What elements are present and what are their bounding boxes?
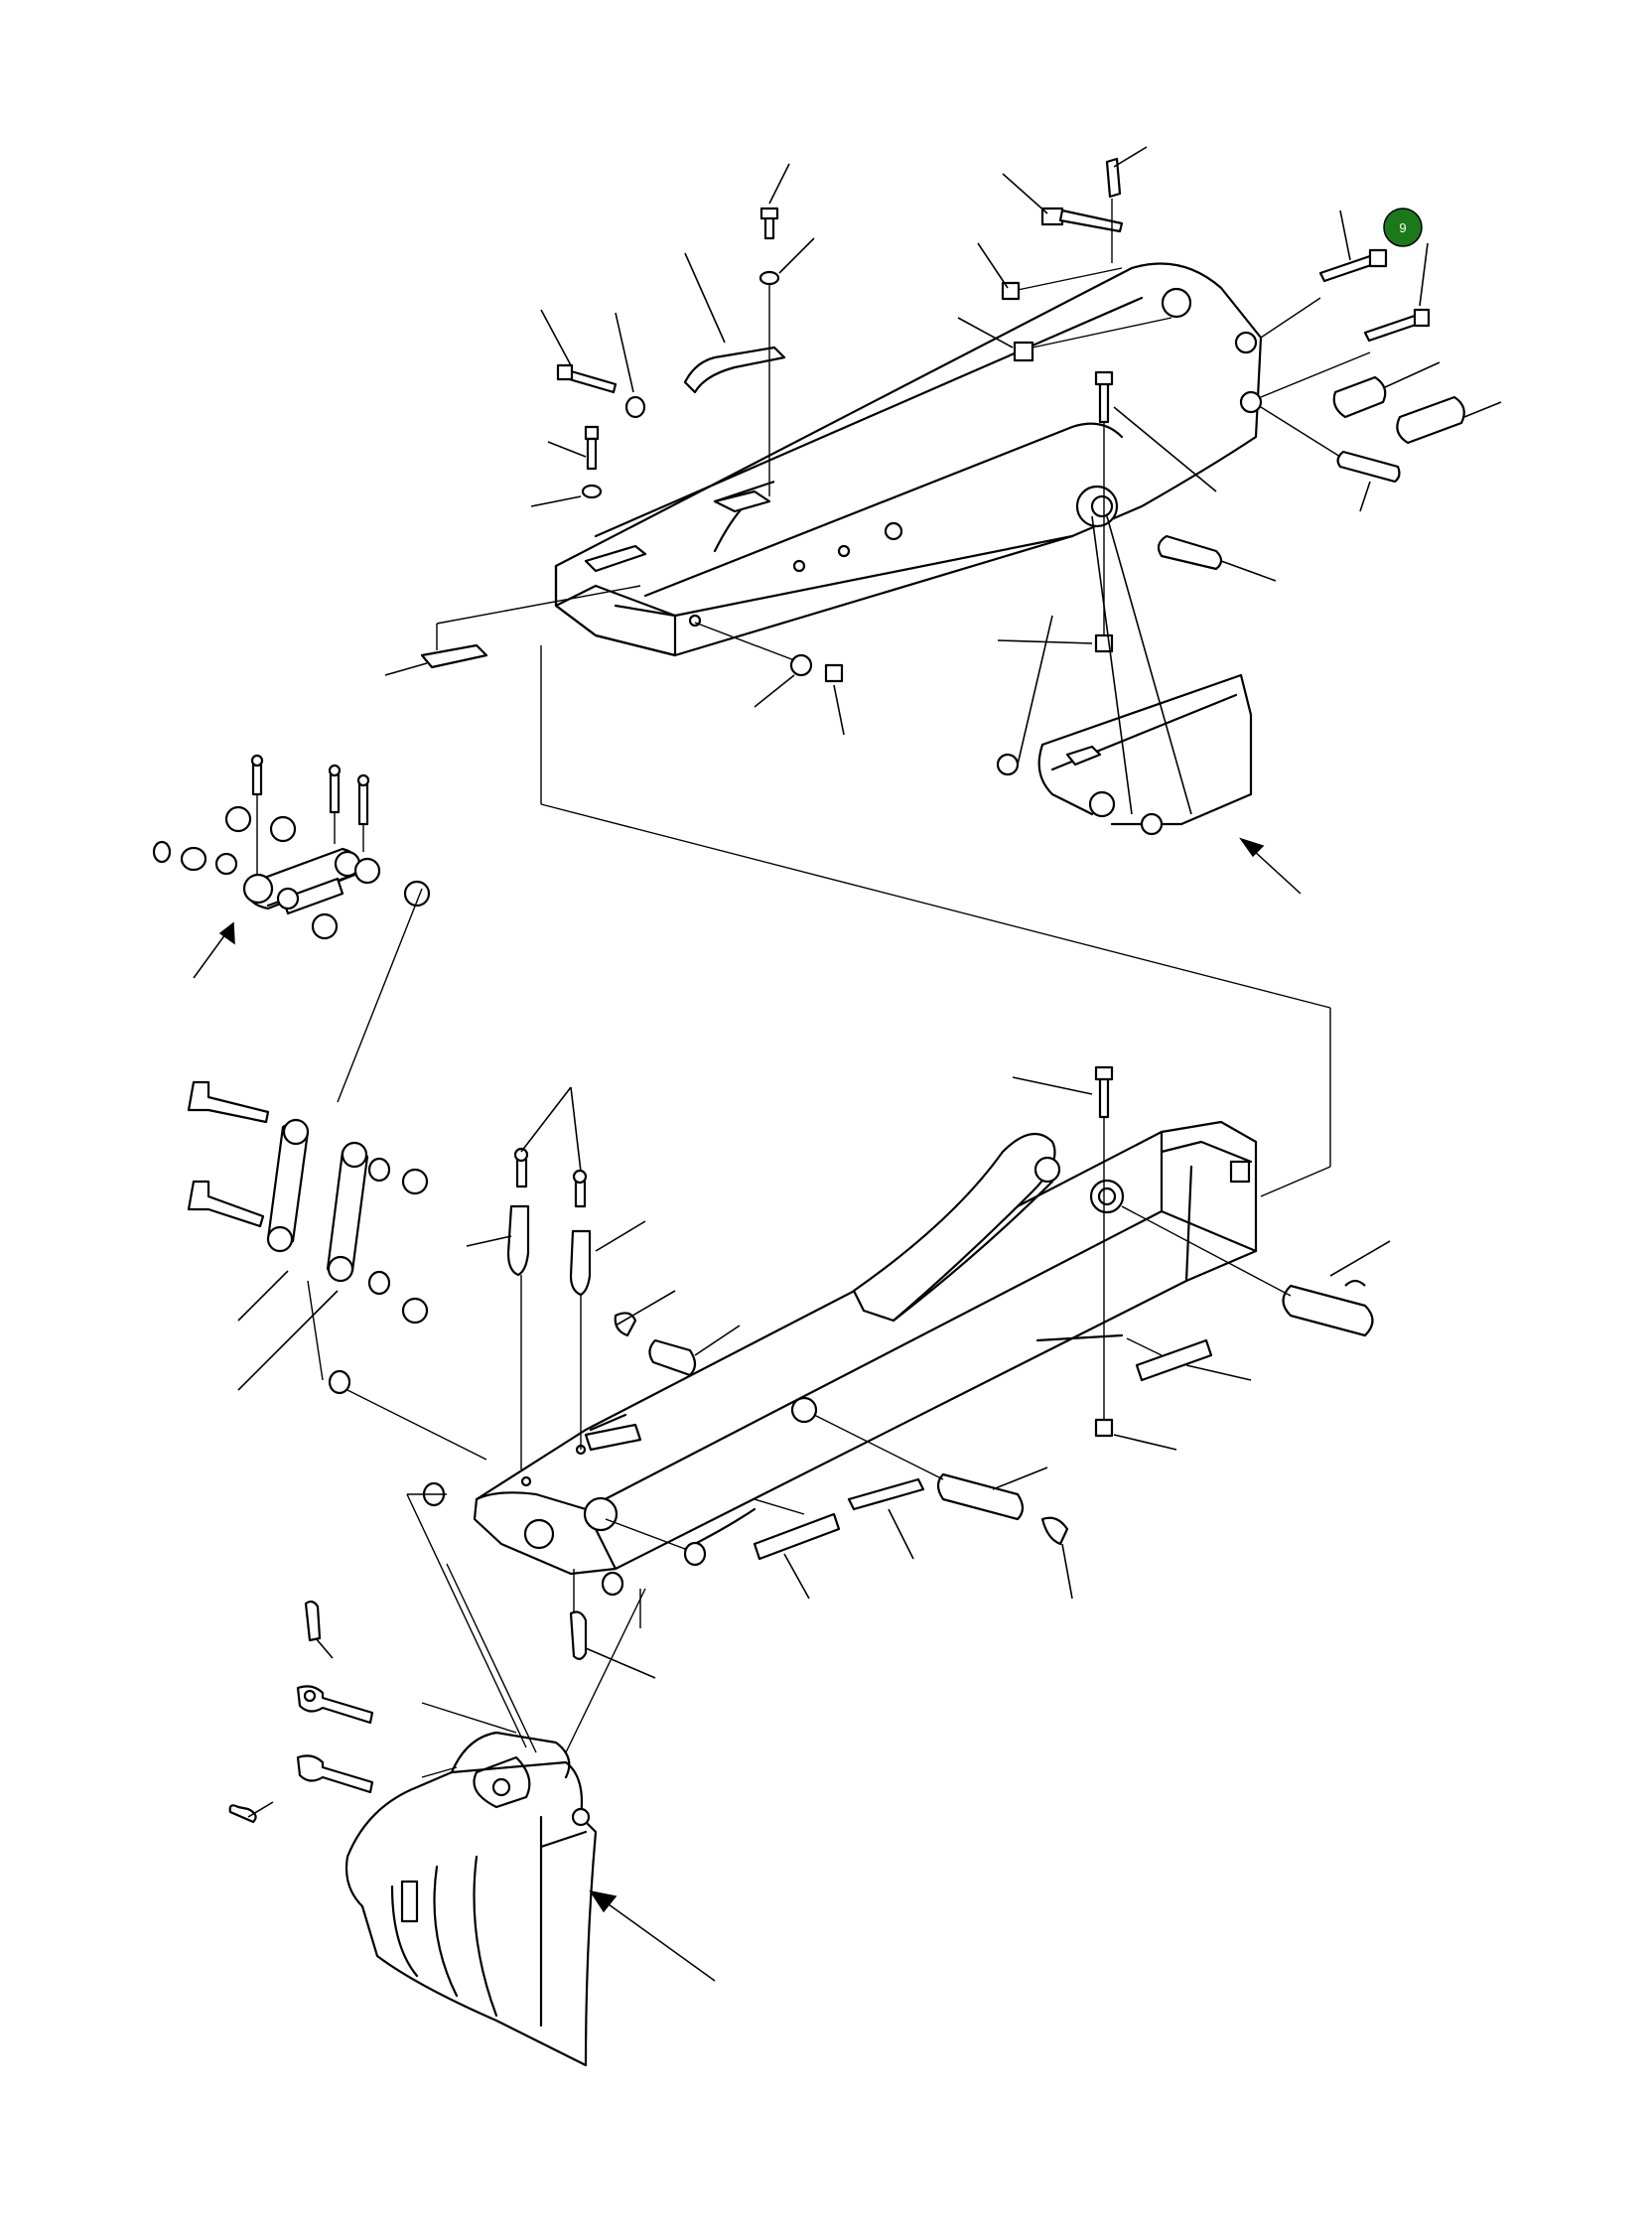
- link-assembly: [152, 754, 431, 1103]
- upper-dipper-arm: [554, 262, 1263, 657]
- assembly-leader-lines: [540, 645, 1331, 1197]
- lower-fasteners: [422, 1065, 1391, 1679]
- bucket: [228, 1493, 716, 2067]
- link-bars: [187, 1080, 487, 1461]
- lower-boom-arm: [473, 1120, 1258, 1576]
- upper-fasteners: [384, 146, 1502, 815]
- handle-bracket: [683, 252, 786, 394]
- misc-parts: [1344, 1279, 1366, 1287]
- callout-9[interactable]: [1383, 208, 1423, 247]
- pivot-inset-view: [996, 615, 1302, 895]
